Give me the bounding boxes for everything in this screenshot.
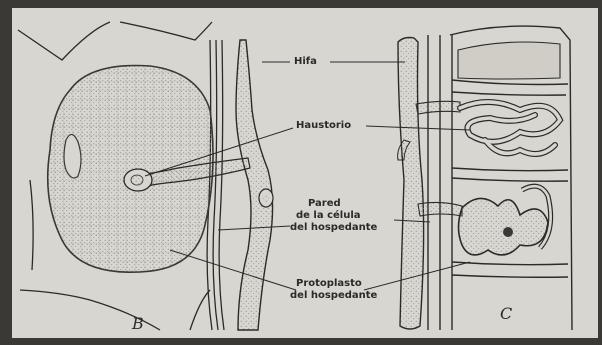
label-protoplasto-line2: del hospedante bbox=[290, 290, 377, 301]
label-pared-line3: del hospedante bbox=[290, 222, 377, 233]
panel-label-c: C bbox=[500, 304, 512, 323]
host-cell-top bbox=[458, 42, 560, 79]
label-haustorio: Haustorio bbox=[296, 120, 351, 131]
panel-label-b: B bbox=[132, 314, 144, 333]
hypha-nucleolus bbox=[263, 194, 269, 202]
haustorium-b-nucleus bbox=[131, 175, 143, 185]
label-hifa: Hifa bbox=[294, 56, 317, 67]
hypha-c-branch-lower bbox=[418, 202, 462, 216]
haustorium-c-nucleus bbox=[503, 227, 513, 237]
label-protoplasto-line1: Protoplasto bbox=[296, 278, 362, 289]
label-pared-line1: Pared bbox=[308, 198, 341, 209]
label-pared-line2: de la célula bbox=[296, 210, 361, 221]
